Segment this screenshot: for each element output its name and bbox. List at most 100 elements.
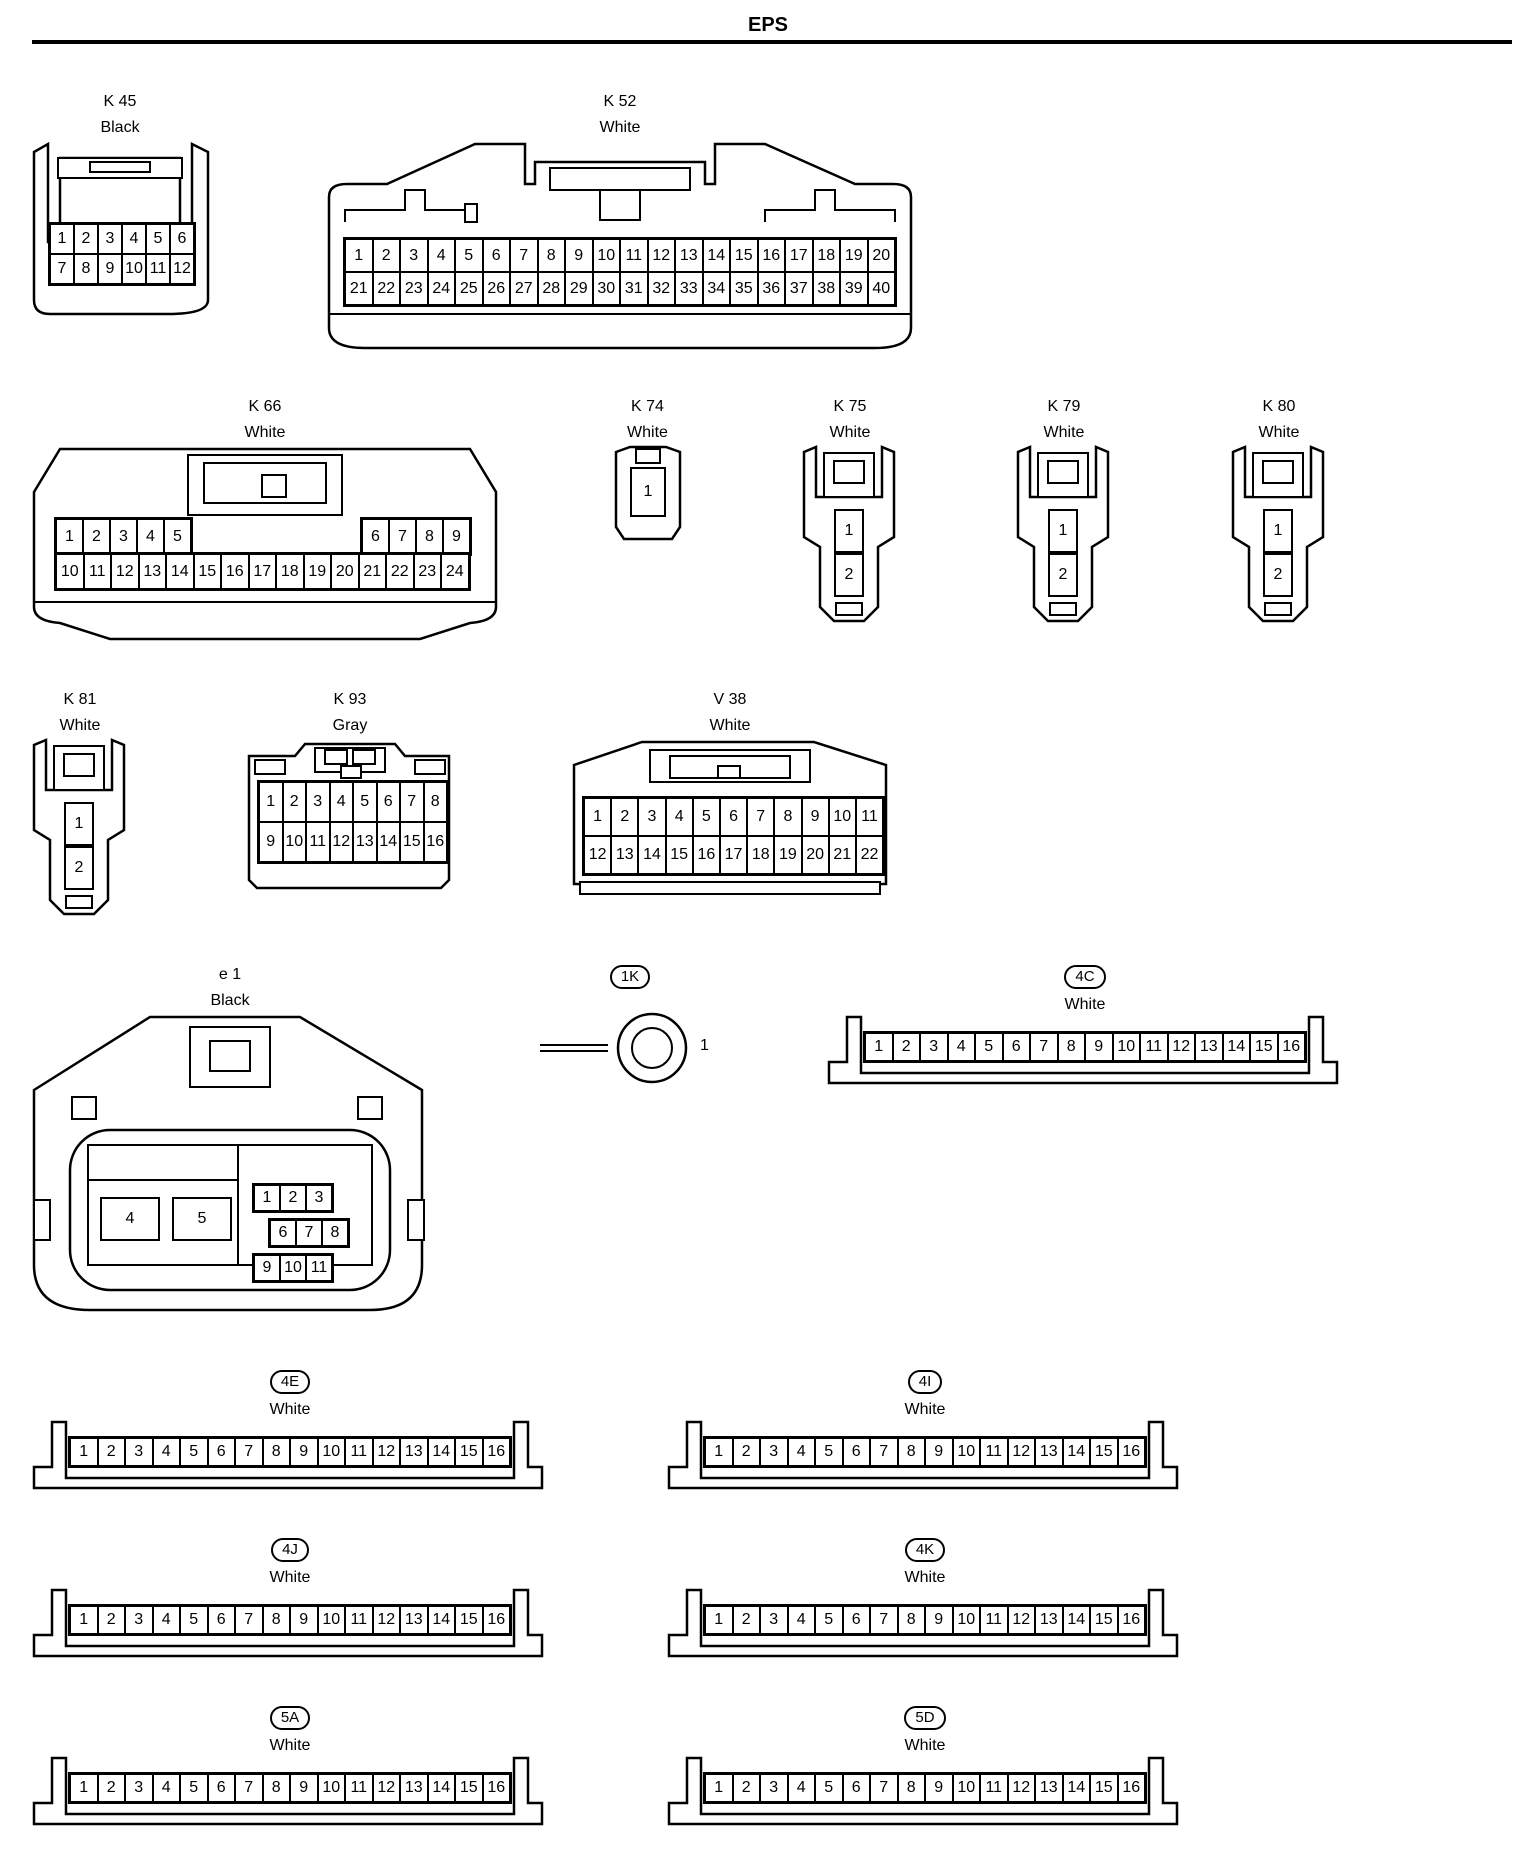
pin-cell: 6 [362,519,389,554]
pin-cell: 15 [400,822,424,862]
connector-k75: K 75 White 1 2 [800,397,900,627]
connector-header: K 93 Gray [245,690,455,736]
ground-terminal [540,1012,688,1084]
pin-cell: 6 [207,1606,235,1634]
pin-cell: 18 [812,239,840,272]
pin-cell: 10 [1112,1033,1140,1061]
pin-cell: 1 [70,1438,98,1466]
pin-cell: 9 [290,1774,318,1802]
pin-cell: 7 [870,1606,898,1634]
pin-cell: 15 [455,1774,483,1802]
connector-color: White [59,717,101,734]
pin-cell: 15 [455,1606,483,1634]
pin-cell: 9 [925,1438,953,1466]
pin-cell: 13 [1035,1438,1063,1466]
connector-k74: K 74 White 1 [600,397,695,547]
pin-cell: 21 [345,272,373,305]
pin-cell: 13 [1195,1033,1223,1061]
connector-header: e 1 Black [30,965,430,1011]
connector-id: V 38 [713,691,747,708]
pin-cell: 2 [732,1438,760,1466]
pin-cell: 3 [306,782,330,822]
pin-cell: 6 [207,1774,235,1802]
pin-cell: 9 [254,1255,280,1281]
pin-cell: 21 [828,836,856,874]
pin-cell: 20 [331,554,359,589]
pin-cell: 16 [482,1774,510,1802]
pin-cell: 28 [537,272,565,305]
pin-cell: 32 [647,272,675,305]
pin-cell: 11 [306,822,330,862]
pin-cell: 15 [730,239,758,272]
pin-cell: 6 [1002,1033,1030,1061]
connector-header: 4E White [30,1370,550,1420]
pin-cell: 4 [665,798,693,836]
connector-id: e 1 [218,966,242,983]
pin-cell: 9 [925,1774,953,1802]
pin-cell: 11 [345,1774,373,1802]
pin: 1 [64,802,94,846]
pin-cell: 16 [423,822,447,862]
pin-cell: 10 [828,798,856,836]
pin-cell: 2 [732,1774,760,1802]
pin-cell: 2 [97,1774,125,1802]
pin-cell: 12 [170,254,194,284]
pin-cell: 4 [137,519,164,554]
pin-cell: 16 [692,836,720,874]
connector-header: 4K White [665,1538,1185,1588]
pin-cell: 7 [296,1220,322,1246]
pin-cell: 7 [510,239,538,272]
pin-cell: 29 [565,272,593,305]
pin-cell: 10 [56,554,84,589]
pin-cell: 5 [815,1606,843,1634]
connector-id: 1K [609,965,651,989]
pin-cell: 8 [262,1606,290,1634]
junction-housing [667,1756,1179,1826]
e1-housing [32,1015,425,1312]
connector-id: 4J [271,1538,309,1562]
pin-cell: 2 [372,239,400,272]
connector-color: White [904,1569,946,1586]
pin-cell: 3 [400,239,428,272]
pin-cell: 11 [855,798,884,836]
pin-cell: 13 [1035,1606,1063,1634]
pin-cell: 5 [353,782,377,822]
pin-cell: 9 [565,239,593,272]
pin-cell: 18 [747,836,775,874]
connector-header: 1K [540,965,720,989]
pin-cell: 4 [787,1438,815,1466]
pin-cell: 9 [1085,1033,1113,1061]
pin-cell: 11 [980,1774,1008,1802]
pin-cell: 5 [180,1606,208,1634]
pin-cell: 6 [719,798,748,836]
connector-id: 4E [269,1370,311,1394]
pin-cell: 25 [455,272,483,305]
connector-color: White [709,717,751,734]
pin-cell: 7 [870,1774,898,1802]
junction-housing [32,1588,544,1658]
pin-cell: 14 [1062,1774,1090,1802]
pin-cell: 4 [122,224,146,254]
pin-cell: 38 [812,272,840,305]
pin-cell: 7 [747,798,775,836]
pin-cell: 12 [1007,1438,1035,1466]
connector-color: White [829,424,871,441]
pin-cell: 5 [164,519,191,554]
pin-cell: 12 [372,1774,400,1802]
pin-cell: 34 [702,272,730,305]
pin-cell: 2 [97,1606,125,1634]
pin-cell: 23 [413,554,441,589]
connector-k79: K 79 White 1 2 [1014,397,1114,627]
connector-id: K 74 [631,398,664,415]
pin-cell: 15 [193,554,221,589]
